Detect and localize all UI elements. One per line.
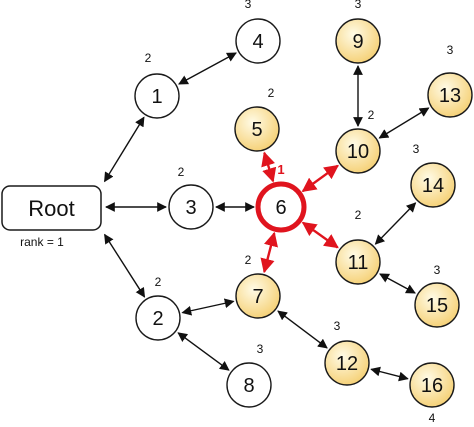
node-1-label: 1 [151,86,162,108]
node-3-circle [168,184,214,230]
node-11-rank: 2 [355,208,362,222]
node-8-rank: 3 [257,342,264,356]
node-6-label: 6 [275,197,286,219]
edge-6-10 [301,164,339,193]
node-5-circle [234,106,280,152]
node-12-circle [324,340,370,386]
node-6-rank: 1 [277,162,284,177]
node-1-circle [134,73,180,119]
node-9[interactable]: 93 [335,0,381,64]
node-3[interactable]: 32 [168,165,214,230]
node-15-circle [414,282,460,328]
edge-7-12 [277,310,328,349]
node-1-rank: 2 [145,51,152,65]
node-3-label: 3 [185,197,196,219]
node-4-rank: 3 [245,0,252,11]
edge-11-15 [379,273,416,294]
edge-6-7 [260,231,278,274]
node-9-rank: 3 [355,0,362,11]
node-15-rank: 3 [434,263,441,277]
node-15-label: 15 [426,295,448,317]
node-16[interactable]: 16 4 [409,362,455,425]
edge-root-1 [103,116,145,183]
node-16-rank: 4 [429,411,436,425]
edge-11-14 [374,202,417,245]
node-11-label: 11 [348,252,369,274]
root-node[interactable]: Root rank = 1 [1,185,102,249]
edge-6-11 [301,221,339,249]
node-16-label: 16 [421,375,443,397]
node-11-circle [335,239,381,285]
node-14-circle [410,162,456,208]
node-11[interactable]: 11 2 [335,208,381,285]
edge-6-5 [261,151,277,183]
node-12-label: 12 [336,353,358,375]
node-7-label: 7 [252,286,263,308]
node-8-label: 8 [243,375,254,397]
node-13[interactable]: 13 3 [427,43,473,118]
node-14-rank: 3 [413,142,420,156]
root-box [1,185,102,231]
node-6-circle [255,181,307,233]
node-5-rank: 2 [268,86,275,100]
root-label: Root [28,196,74,221]
node-2-label: 2 [152,308,163,330]
node-10-circle [335,128,381,174]
node-3-rank: 2 [178,165,185,179]
node-5[interactable]: 52 [234,86,280,152]
node-4[interactable]: 43 [235,0,281,64]
node-10[interactable]: 10 2 [335,108,381,174]
node-15[interactable]: 15 3 [414,263,460,328]
node-7-rank: 2 [245,253,252,267]
edges-layer [103,52,430,382]
edge-1-4 [178,52,237,85]
node-6[interactable]: 61 [255,162,307,233]
node-8[interactable]: 83 [226,342,272,408]
edge-2-8 [177,332,230,371]
node-14[interactable]: 14 3 [410,142,456,208]
node-7-circle [235,273,281,319]
edge-2-7 [181,298,235,316]
node-8-circle [226,362,272,408]
node-1[interactable]: 12 [134,51,180,119]
edge-root-2 [104,233,146,298]
edge-10-13 [378,107,430,139]
node-13-rank: 3 [447,43,454,57]
node-4-circle [235,18,281,64]
node-14-label: 14 [422,175,444,197]
root-rank-label: rank = 1 [20,235,64,249]
node-2[interactable]: 22 [135,275,181,341]
node-10-label: 10 [347,141,369,163]
node-10-rank: 2 [368,108,375,122]
node-12-rank: 3 [334,319,341,333]
node-2-circle [135,295,181,341]
edge-12-16 [370,366,409,382]
node-13-label: 13 [439,85,461,107]
node-9-label: 9 [352,31,363,53]
node-9-circle [335,18,381,64]
node-16-circle [409,362,455,408]
node-12[interactable]: 12 3 [324,319,370,386]
node-7[interactable]: 72 [235,253,281,319]
node-2-rank: 2 [155,275,162,289]
node-4-label: 4 [252,31,263,53]
node-13-circle [427,72,473,118]
node-5-label: 5 [251,119,262,141]
